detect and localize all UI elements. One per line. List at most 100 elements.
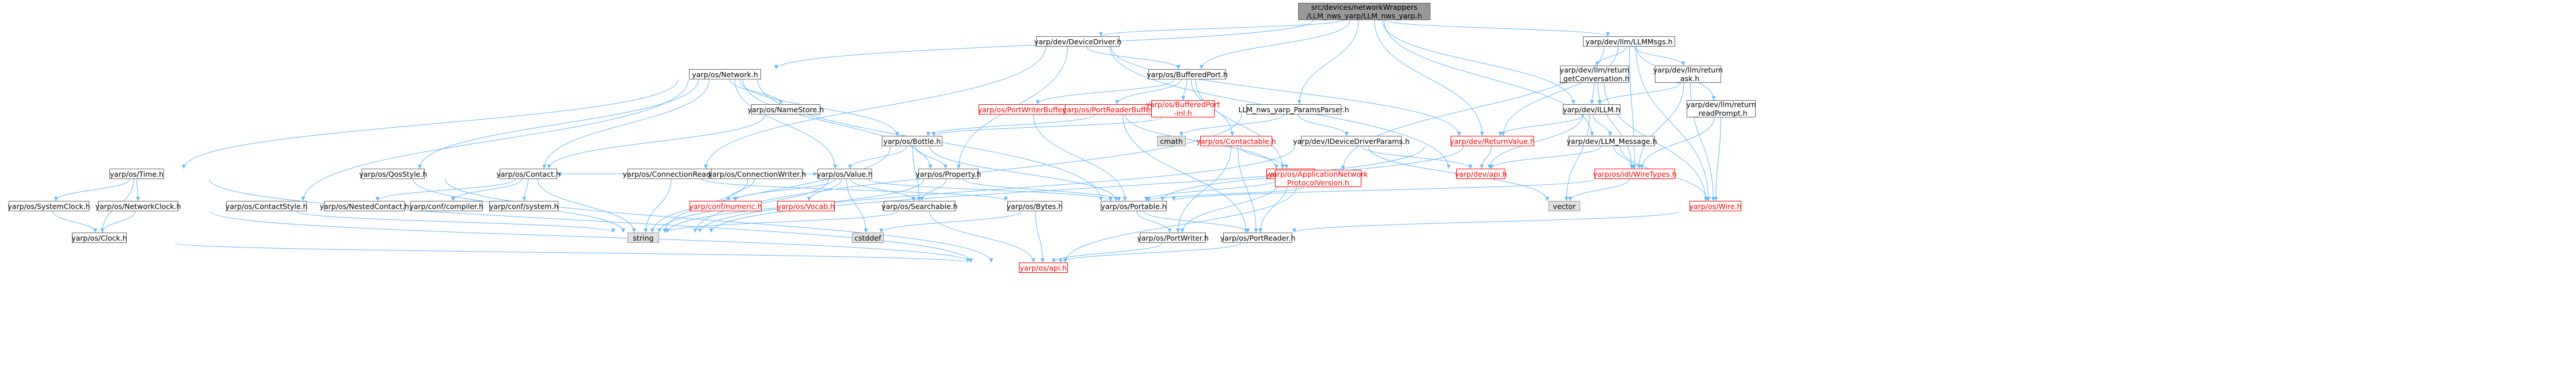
edge-network-to-time	[181, 79, 679, 169]
node-yarp-os-contact-h[interactable]: yarp/os/Contact.h	[496, 169, 561, 179]
edge-appnetproto-to-osapi	[1063, 187, 1297, 263]
node-yarp-dev-llm-return-getconversation-h[interactable]: yarp/dev/llm/return _getConversation.h	[1559, 66, 1630, 83]
node-yarp-os-portreader-h[interactable]: yarp/os/PortReader.h	[1220, 233, 1296, 243]
edge-illm-to-returnvalue	[1498, 114, 1584, 136]
edge-contact-to-confcompiler	[451, 178, 523, 201]
edge-bottle-to-searchable	[912, 146, 921, 201]
edge-bufferedport-to-portreaderbuffer	[1115, 79, 1182, 105]
node-yarp-os-networkclock-h[interactable]: yarp/os/NetworkClock.h	[95, 201, 181, 211]
node-yarp-os-property-h[interactable]: yarp/os/Property.h	[915, 169, 981, 179]
edge-returnvalue-to-devapi	[1479, 146, 1492, 169]
edge-nsa-to-contact	[547, 114, 766, 169]
node-src-devices-networkwrappers-llm-nws-yarp-llm-nws-yarp-h[interactable]: src/devices/networkWrappers /LLM_nws_yar…	[1298, 3, 1430, 20]
edge-value-to-vocab	[806, 178, 842, 201]
edge-llmmsgs-to-returnvalue	[1501, 46, 1619, 136]
edge-wire-to-portreader	[1292, 211, 1679, 233]
node-yarp-os-vocab-h[interactable]: yarp/os/Vocab.h	[777, 201, 835, 211]
node-yarp-os-portreaderbuffer-h[interactable]: yarp/os/PortReaderBuffer.h	[1062, 104, 1160, 115]
edge-devicedriverparams-to-string	[698, 146, 1295, 233]
edge-returnvalue-to-string	[709, 146, 1425, 233]
edge-networkclock-to-clock	[100, 211, 136, 233]
node-yarp-dev-llm-llmmsgs-h[interactable]: yarp/dev/llm/LLMMsgs.h	[1583, 36, 1675, 47]
edge-portable-to-portwriter	[1136, 211, 1172, 233]
edge-value-to-cstddef	[846, 178, 868, 233]
node-yarp-os-connectionreader-h[interactable]: yarp/os/ConnectionReader.h	[622, 169, 725, 179]
node-yarp-os-value-h[interactable]: yarp/os/Value.h	[817, 169, 873, 179]
edge-root-to-devicedriver	[1099, 20, 1342, 37]
node-yarp-os-systemclock-h[interactable]: yarp/os/SystemClock.h	[7, 201, 90, 211]
node-yarp-dev-llm-return-ask-h[interactable]: yarp/dev/llm/return _ask.h	[1653, 66, 1723, 83]
node-yarp-dev-devicedriver-h[interactable]: yarp/dev/DeviceDriver.h	[1034, 36, 1122, 47]
node-yarp-os-bufferedport-inl-h[interactable]: yarp/os/BufferedPort -inl.h	[1146, 100, 1220, 117]
node-yarp-os-wire-h[interactable]: yarp/os/Wire.h	[1689, 201, 1742, 211]
node-yarp-dev-illm-h[interactable]: yarp/dev/ILLM.h	[1563, 104, 1620, 115]
edge-getconv-to-illm	[1589, 82, 1595, 105]
node-yarp-os-time-h[interactable]: yarp/os/Time.h	[109, 169, 164, 179]
node-llm-nws-yarp-paramsparser-h[interactable]: LLM_nws_yarp_ParamsParser.h	[1238, 104, 1349, 115]
node-yarp-conf-compiler-h[interactable]: yarp/conf/compiler.h	[409, 201, 484, 211]
edge-readprompt-to-idlwiretypes	[1639, 117, 1715, 169]
edge-llmmessage-to-idlwiretypes	[1613, 146, 1635, 169]
node-yarp-dev-llm-message-h[interactable]: yarp/dev/LLM_Message.h	[1566, 136, 1657, 146]
node-yarp-dev-idevicedriverparams-h[interactable]: yarp/dev/IDeviceDriverParams.h	[1293, 136, 1410, 146]
node-yarp-os-bytes-h[interactable]: yarp/os/Bytes.h	[1006, 201, 1063, 211]
edge-property-to-searchable	[920, 178, 946, 201]
edge-network-to-value	[734, 79, 838, 169]
edge-llmmsgs-to-wire	[1635, 46, 1711, 201]
node-yarp-os-bufferedport-h[interactable]: yarp/os/BufferedPort.h	[1147, 69, 1228, 79]
edge-searchable-to-string	[663, 211, 898, 233]
edge-bottle-to-string	[663, 146, 891, 233]
node-yarp-os-network-h[interactable]: yarp/os/Network.h	[689, 69, 761, 79]
edge-connreader-to-bytes	[702, 178, 1008, 201]
node-yarp-os-contactstyle-h[interactable]: yarp/os/ContactStyle.h	[225, 201, 308, 211]
node-yarp-os-qosstyle-h[interactable]: yarp/os/QosStyle.h	[359, 169, 428, 179]
edge-ask-to-illm	[1597, 82, 1681, 105]
edge-network-to-contactstyle	[301, 79, 689, 201]
edge-getconv-to-idlwiretypes	[1597, 82, 1634, 169]
edge-readprompt-to-wire	[1714, 117, 1721, 201]
edge-ask-to-idlwiretypes	[1637, 82, 1684, 169]
node-cmath: cmath	[1157, 136, 1186, 146]
node-yarp-os-portwriterbuffer-h[interactable]: yarp/os/PortWriterBuffer.h	[977, 104, 1072, 115]
node-yarp-os-nestedcontact-h[interactable]: yarp/os/NestedContact.h	[319, 201, 409, 211]
edge-bufferedportinl-to-bottle	[931, 117, 1162, 136]
edge-clock-to-osapi	[174, 242, 970, 263]
node-yarp-os-bottle-h[interactable]: yarp/os/Bottle.h	[882, 136, 942, 146]
node-vector: vector	[1548, 201, 1580, 211]
node-yarp-os-api-h[interactable]: yarp/os/api.h	[1019, 262, 1068, 273]
node-yarp-os-portwriter-h[interactable]: yarp/os/PortWriter.h	[1137, 233, 1209, 243]
node-yarp-os-contactable-h[interactable]: yarp/os/Contactable.h	[1196, 136, 1276, 146]
node-yarp-os-clock-h[interactable]: yarp/os/Clock.h	[71, 233, 127, 243]
edge-llmmsgs-to-getconv	[1595, 46, 1627, 66]
node-yarp-dev-returnvalue-h[interactable]: yarp/dev/ReturnValue.h	[1449, 136, 1535, 146]
node-yarp-os-connectionwriter-h[interactable]: yarp/os/ConnectionWriter.h	[707, 169, 806, 179]
edge-bottle-to-property	[915, 146, 948, 169]
edge-systemclock-to-clock	[52, 211, 97, 233]
edge-devicedriver-to-connreader	[703, 46, 1046, 169]
edge-network-to-nsa	[729, 79, 783, 105]
node-yarp-os-applicationnetworkprotocolversion-h[interactable]: yarp/os/ApplicationNetwork ProtocolVersi…	[1268, 170, 1368, 187]
node-yarp-os-portable-h[interactable]: yarp/os/Portable.h	[1101, 201, 1167, 211]
edge-bufferedport-to-portwriterbuffer	[1036, 79, 1175, 105]
edge-llmmessage-to-devapi	[1489, 146, 1602, 169]
edge-connwriter-to-confnumeric	[726, 178, 755, 201]
node-yarp-os-namestore-h[interactable]: yarp/os/NameStore.h	[747, 104, 824, 115]
edge-contact-to-nestedcontact	[375, 178, 516, 201]
node-yarp-conf-system-h[interactable]: yarp/conf/system.h	[489, 201, 559, 211]
edge-idlwiretypes-to-portable	[1171, 178, 1595, 201]
node-yarp-os-searchable-h[interactable]: yarp/os/Searchable.h	[881, 201, 958, 211]
node-yarp-os-idl-wiretypes-h[interactable]: yarp/os/idl/WireTypes.h	[1593, 169, 1677, 179]
edge-root-to-llmmsgs	[1385, 20, 1610, 37]
edge-illm-to-llmmessage	[1593, 114, 1612, 136]
edge-value-to-searchable	[850, 178, 916, 201]
edge-contact-to-string	[537, 178, 637, 233]
node-cstddef: cstddef	[852, 233, 884, 243]
node-yarp-dev-api-h[interactable]: yarp/dev/api.h	[1455, 169, 1507, 179]
node-yarp-conf-numeric-h[interactable]: yarp/conf/numeric.h	[689, 201, 762, 211]
edge-port-to-portable	[1144, 178, 1279, 201]
node-yarp-dev-llm-return-readprompt-h[interactable]: yarp/dev/llm/return _readPrompt.h	[1686, 100, 1756, 117]
edge-bottle-to-portable	[929, 146, 1118, 201]
edge-qosstyle-to-osapi	[444, 178, 994, 263]
edge-illm-to-devapi	[1487, 114, 1584, 169]
